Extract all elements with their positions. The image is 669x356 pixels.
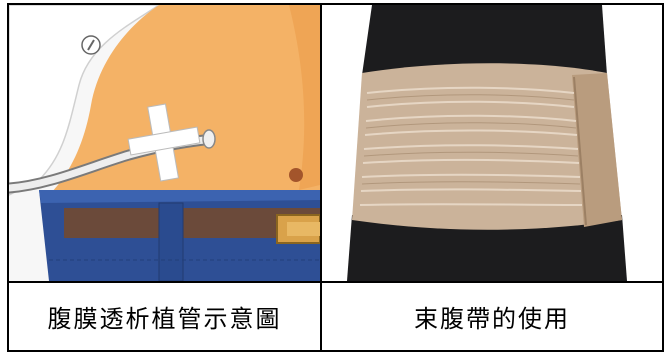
dialysis-illustration-graphic [9,5,320,281]
caption-binder: 束腹帶的使用 [414,305,570,333]
table-horizontal-rule [9,281,662,283]
figure-table: 腹膜透析植管示意圖 束腹帶的使用 [7,3,664,352]
table-vertical-rule [320,5,322,350]
adhesive-tape [127,103,201,182]
shirt-button [81,35,101,55]
binder-photo [322,5,662,281]
caption-dialysis: 腹膜透析植管示意圖 [47,305,282,333]
navel [289,168,303,182]
dialysis-illustration [9,5,320,281]
binder-photo-graphic [322,5,662,281]
abdominal-binder [352,63,622,230]
